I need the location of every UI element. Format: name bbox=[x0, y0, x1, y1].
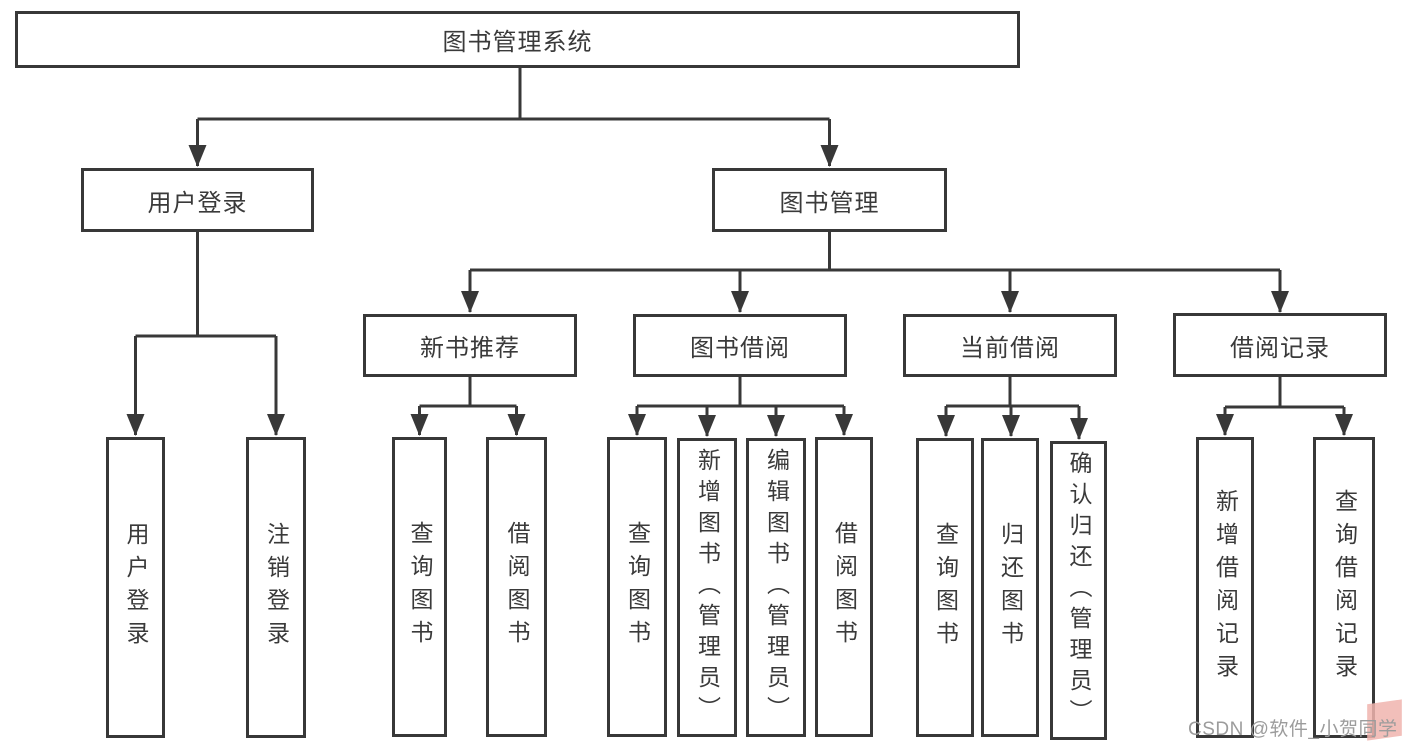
leaf-logout-label: 注销登录 bbox=[263, 521, 290, 654]
node-current-borrowing: 当前借阅 bbox=[903, 314, 1117, 377]
leaf-borrow-books: 借阅图书 bbox=[815, 437, 873, 737]
connector-arrowheads bbox=[126, 145, 1353, 440]
leaf-borrow-books-label: 借阅图书 bbox=[831, 521, 858, 653]
leaf-confirm-return-admin-label: 确认归还（管理员） bbox=[1066, 451, 1092, 730]
node-borrowing-records: 借阅记录 bbox=[1173, 313, 1387, 377]
leaf-edit-book-admin-label: 编辑图书（管理员） bbox=[763, 448, 790, 727]
node-library-system-label: 图书管理系统 bbox=[442, 29, 593, 56]
leaf-add-book-admin-label: 新增图书（管理员） bbox=[694, 448, 721, 727]
leaf-user-login: 用户登录 bbox=[106, 437, 165, 738]
node-book-management: 图书管理 bbox=[712, 168, 947, 232]
leaf-query-borrow-record: 查询借阅记录 bbox=[1313, 437, 1375, 738]
leaf-return-book: 归还图书 bbox=[981, 438, 1039, 737]
node-new-book-recommendation-label: 新书推荐 bbox=[420, 335, 520, 362]
node-book-management-label: 图书管理 bbox=[779, 189, 880, 217]
node-library-system: 图书管理系统 bbox=[15, 11, 1020, 68]
leaf-query-books-current: 查询图书 bbox=[916, 438, 974, 737]
leaf-query-books-borrow-label: 查询图书 bbox=[624, 521, 651, 653]
leaf-user-login-label: 用户登录 bbox=[123, 521, 149, 654]
leaf-add-borrow-record-label: 新增借阅记录 bbox=[1212, 488, 1239, 687]
leaf-return-book-label: 归还图书 bbox=[997, 521, 1024, 654]
leaf-add-book-admin: 新增图书（管理员） bbox=[677, 438, 737, 737]
leaf-query-borrow-record-label: 查询借阅记录 bbox=[1331, 488, 1358, 687]
leaf-borrow-books-recommend: 借阅图书 bbox=[486, 437, 547, 737]
watermark: CSDN @软件_小贺同学 bbox=[1188, 719, 1398, 740]
leaf-confirm-return-admin: 确认归还（管理员） bbox=[1050, 441, 1107, 740]
node-book-borrowing: 图书借阅 bbox=[633, 314, 847, 377]
leaf-query-books-borrow: 查询图书 bbox=[607, 437, 667, 737]
leaf-borrow-books-recommend-label: 借阅图书 bbox=[504, 521, 530, 653]
node-borrowing-records-label: 借阅记录 bbox=[1230, 334, 1330, 362]
node-user-login-label: 用户登录 bbox=[147, 189, 248, 217]
leaf-logout: 注销登录 bbox=[246, 437, 306, 738]
node-current-borrowing-label: 当前借阅 bbox=[960, 335, 1060, 362]
node-book-borrowing-label: 图书借阅 bbox=[690, 335, 790, 362]
leaf-query-books-recommend: 查询图书 bbox=[392, 437, 447, 737]
leaf-edit-book-admin: 编辑图书（管理员） bbox=[746, 438, 806, 737]
leaf-query-books-recommend-label: 查询图书 bbox=[407, 521, 433, 653]
leaf-add-borrow-record: 新增借阅记录 bbox=[1196, 437, 1254, 738]
connector-lines bbox=[134, 68, 1346, 439]
node-user-login: 用户登录 bbox=[81, 168, 314, 232]
leaf-query-books-current-label: 查询图书 bbox=[932, 521, 959, 654]
node-new-book-recommendation: 新书推荐 bbox=[363, 314, 577, 377]
